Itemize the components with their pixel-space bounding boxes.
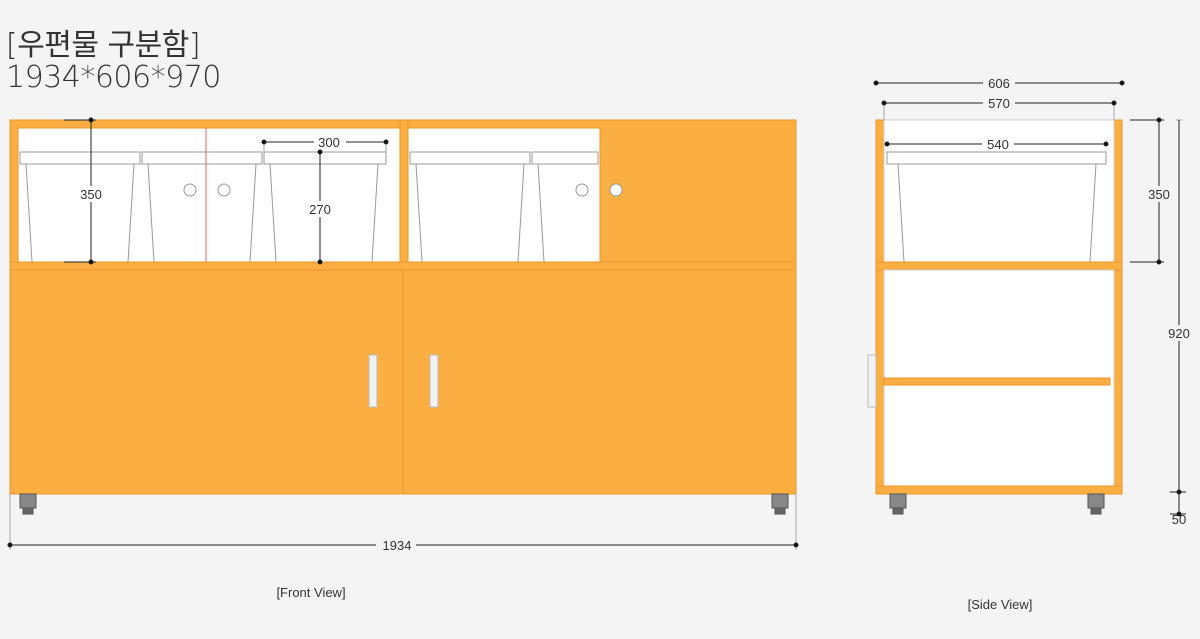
label-bg	[982, 137, 1014, 151]
side-depth-outer-label: 606	[988, 76, 1010, 91]
front-bins-middle	[409, 151, 623, 263]
bin-handle-hole	[609, 183, 623, 197]
side-front-post	[875, 119, 885, 495]
caster	[771, 493, 789, 509]
bin-handle-hole	[183, 183, 197, 197]
side-casters	[889, 493, 1105, 515]
label-bg	[305, 201, 335, 217]
front-shelf	[9, 261, 797, 271]
side-bin-depth-label: 540	[987, 137, 1009, 152]
front-height-label: 350	[80, 187, 102, 202]
caster	[889, 493, 907, 509]
front-middle-compartment	[407, 127, 601, 263]
label-bg	[376, 539, 416, 551]
caster-wheel	[774, 507, 786, 515]
label-bg	[1165, 325, 1195, 341]
label-bg	[1145, 186, 1175, 202]
bin-rim	[19, 151, 141, 165]
front-right-door	[402, 269, 797, 495]
label-bg	[76, 186, 106, 202]
side-total-height-label: 920	[1168, 326, 1190, 341]
caster-wheel	[892, 507, 904, 515]
bin-rim	[409, 151, 531, 165]
bin-sides	[415, 163, 545, 263]
side-door-handle	[867, 354, 877, 408]
bin-sides	[897, 163, 1097, 263]
front-casters	[19, 493, 789, 515]
caster	[19, 493, 37, 509]
drawing-dimensions: 1934*606*970	[6, 60, 221, 95]
front-left-door	[9, 269, 404, 495]
side-rear-post	[1113, 119, 1123, 495]
label-bg	[314, 135, 346, 149]
left-door-handle	[368, 354, 378, 408]
side-bin	[886, 151, 1107, 263]
bin-rim	[886, 151, 1107, 165]
bin-handle-hole	[217, 183, 231, 197]
front-bin-width-label: 300	[318, 135, 340, 150]
front-view: 1934 350 270 300 [Front View]	[7, 117, 799, 600]
bin-rim	[263, 151, 387, 165]
drawing-title: [우편물 구분함]	[6, 28, 201, 63]
right-door-handle	[429, 354, 439, 408]
front-view-caption: [Front View]	[276, 585, 345, 600]
front-width-label: 1934	[383, 538, 412, 553]
caster-wheel	[1090, 507, 1102, 515]
side-depth-inner-label: 570	[988, 96, 1010, 111]
front-bins-left	[19, 151, 387, 263]
side-upper-height-label: 350	[1148, 187, 1170, 202]
bin-handle-hole	[575, 183, 589, 197]
bin-rim	[531, 151, 599, 165]
front-divider-post	[399, 119, 409, 271]
bin-sides	[25, 163, 379, 263]
side-bottom-rail	[875, 485, 1123, 495]
side-view-caption: [Side View]	[968, 597, 1033, 612]
label-bg	[983, 76, 1015, 90]
label-bg	[983, 96, 1015, 110]
side-view: 606 570 540 350 920 50 [Side View]	[867, 76, 1195, 612]
front-inner-height-label: 270	[309, 202, 331, 217]
caster	[1087, 493, 1105, 509]
side-upper-shelf	[875, 261, 1123, 271]
bin-rim	[141, 151, 263, 165]
side-caster-label: 50	[1172, 512, 1186, 527]
side-middle-shelf	[883, 377, 1111, 386]
caster-wheel	[22, 507, 34, 515]
